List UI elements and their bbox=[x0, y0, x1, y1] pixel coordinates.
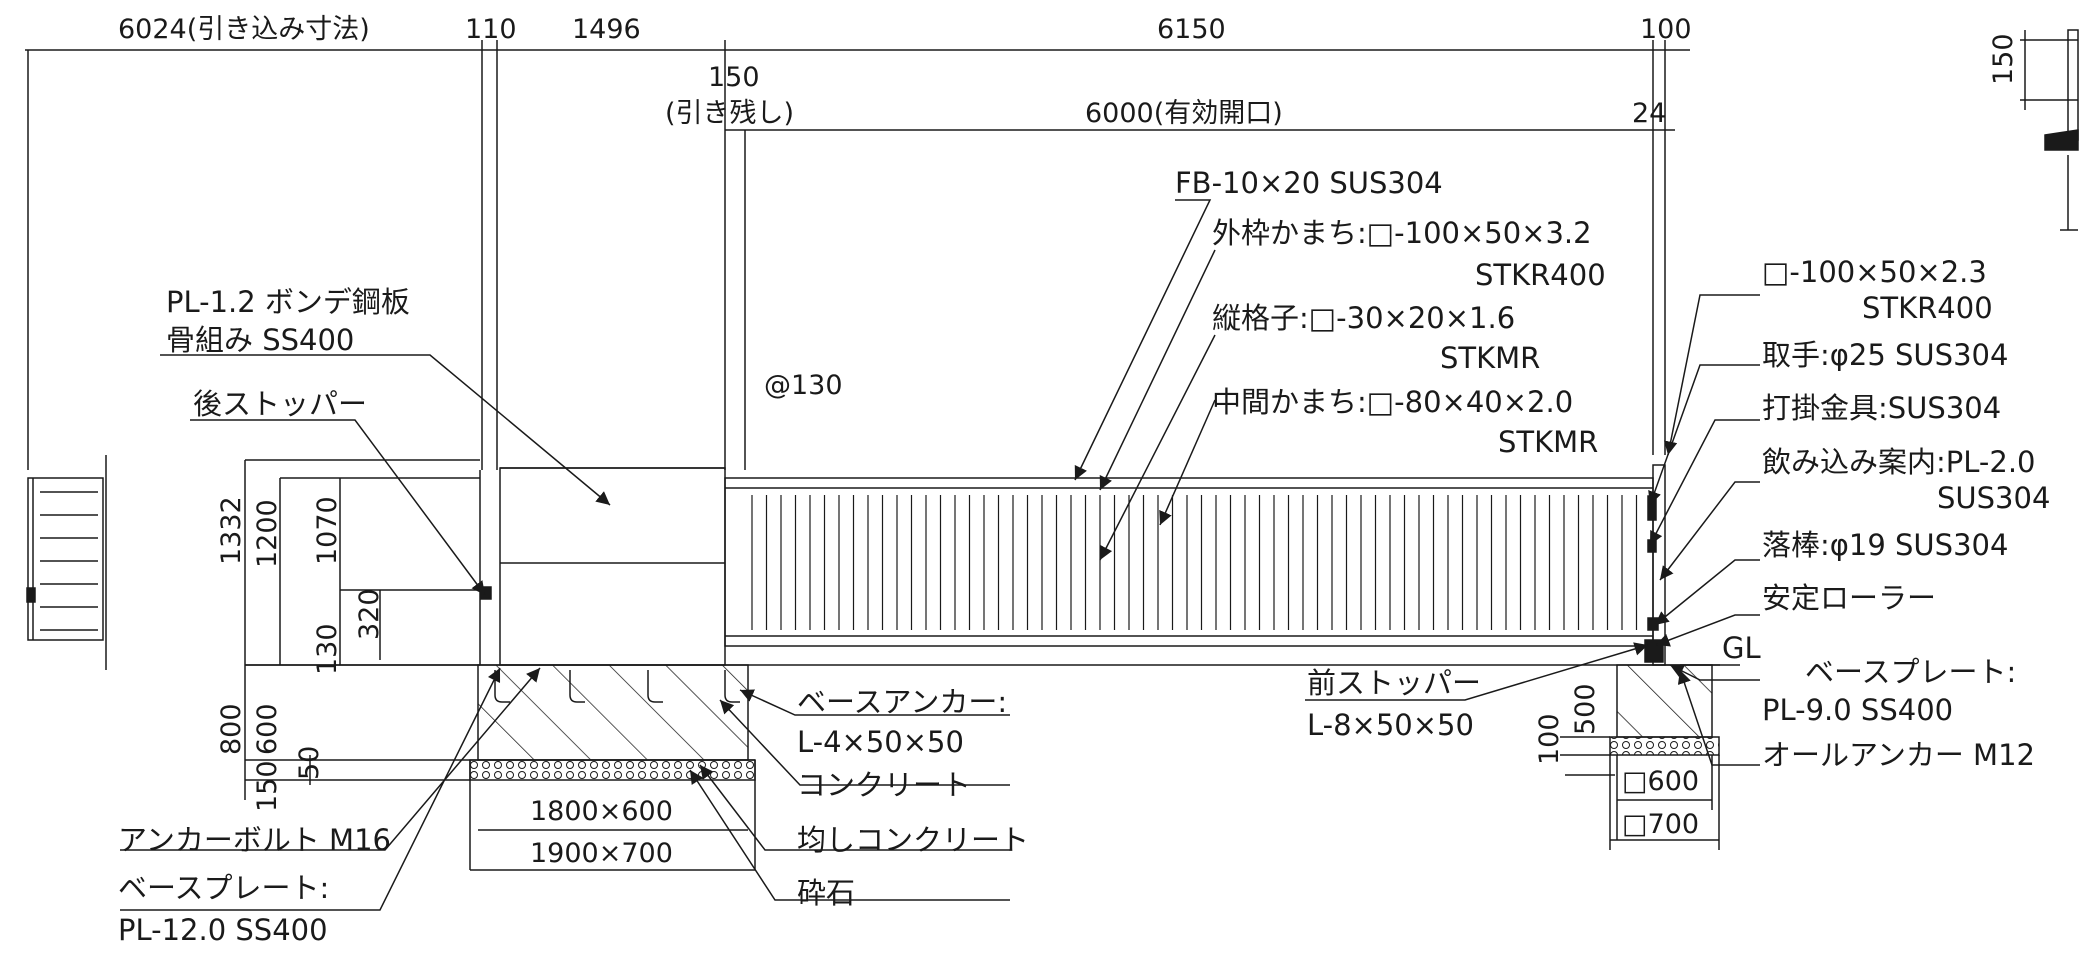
gate-lattice-frame bbox=[724, 477, 1654, 647]
dim-6150: 6150 bbox=[1157, 14, 1226, 45]
left-foundation-gravel bbox=[469, 759, 756, 781]
dim-150-vert: 150 bbox=[252, 760, 283, 812]
label-vertical-lattice: 縦格子:□-30×20×1.6 bbox=[1212, 301, 1515, 335]
dim-24: 24 bbox=[1632, 98, 1666, 129]
label-leveling-concrete: 均しコンクリート bbox=[797, 823, 1029, 857]
label-concrete: コンクリート bbox=[797, 768, 971, 802]
vertical-lattice-bars bbox=[751, 495, 1638, 630]
label-front-stopper-spec: L-8×50×50 bbox=[1307, 708, 1474, 742]
label-front-stopper: 前ストッパー bbox=[1307, 666, 1481, 700]
label-anchor-bolt: アンカーボルト M16 bbox=[118, 823, 391, 857]
dim-sq600: □600 bbox=[1622, 766, 1699, 797]
label-gravel: 砕石 bbox=[797, 876, 855, 910]
leader-post bbox=[1664, 294, 1760, 456]
label-post-material: STKR400 bbox=[1862, 291, 1993, 325]
label-base-plate-right: ベースプレート: bbox=[1805, 655, 2016, 689]
dim-pitch: @130 bbox=[764, 370, 843, 401]
end-post bbox=[1652, 464, 1666, 666]
label-post: □-100×50×2.3 bbox=[1762, 255, 1987, 289]
dim-150: 150 bbox=[708, 62, 760, 93]
left-foundation-concrete bbox=[477, 664, 749, 761]
right-foundation-concrete bbox=[1616, 664, 1713, 738]
label-handle: 取手:φ25 SUS304 bbox=[1762, 338, 2008, 372]
label-roller: 安定ローラー bbox=[1762, 581, 1936, 615]
dim-pull-in: 6024(引き込み寸法) bbox=[118, 14, 370, 45]
label-base-anchor-spec: L-4×50×50 bbox=[797, 725, 964, 759]
dim-sq700: □700 bbox=[1622, 809, 1699, 840]
label-guide-material: SUS304 bbox=[1937, 481, 2050, 515]
anchor-bolt-icon bbox=[494, 670, 510, 703]
label-skeleton: 骨組み SS400 bbox=[166, 323, 354, 357]
label-fb: FB-10×20 SUS304 bbox=[1175, 166, 1443, 200]
dim-opening: 6000(有効開口) bbox=[1085, 98, 1283, 129]
right-detail-bracket-icon bbox=[2044, 129, 2079, 151]
dim-100-vert: 100 bbox=[1534, 713, 1565, 765]
right-detail-post bbox=[2067, 29, 2079, 141]
label-outer-frame-material: STKR400 bbox=[1475, 258, 1606, 292]
label-drop-rod: 落棒:φ19 SUS304 bbox=[1762, 528, 2008, 562]
dim-1800x600: 1800×600 bbox=[530, 796, 673, 827]
side-panel-latch-icon bbox=[26, 587, 36, 603]
label-base-plate-right-spec: PL-9.0 SS400 bbox=[1762, 693, 1953, 727]
dim-1332: 1332 bbox=[216, 496, 247, 565]
right-foundation-gravel bbox=[1609, 736, 1720, 756]
label-gl: GL bbox=[1722, 631, 1761, 665]
dim-50: 50 bbox=[294, 746, 325, 780]
leader-fb bbox=[1074, 199, 1212, 481]
dim-110: 110 bbox=[465, 14, 517, 45]
label-middle-frame: 中間かまち:□-80×40×2.0 bbox=[1212, 385, 1573, 419]
label-latch: 打掛金具:SUS304 bbox=[1762, 391, 2001, 425]
leader-rear-stopper bbox=[190, 419, 486, 596]
dim-600: 600 bbox=[252, 703, 283, 755]
label-middle-frame-material: STKMR bbox=[1498, 425, 1598, 459]
label-rear-stopper: 後ストッパー bbox=[193, 387, 367, 421]
label-base-plate-left-spec: PL-12.0 SS400 bbox=[118, 913, 328, 947]
dim-800: 800 bbox=[216, 703, 247, 755]
leader-panel bbox=[160, 354, 611, 506]
dim-100-top: 100 bbox=[1640, 14, 1692, 45]
side-panel-outline bbox=[27, 477, 104, 641]
dim-1496: 1496 bbox=[572, 14, 641, 45]
dim-1200: 1200 bbox=[252, 499, 283, 568]
label-outer-frame: 外枠かまち:□-100×50×3.2 bbox=[1212, 216, 1592, 250]
label-all-anchor: オールアンカー M12 bbox=[1762, 738, 2035, 772]
rear-stopper-icon bbox=[480, 586, 492, 600]
dim-130: 130 bbox=[312, 623, 343, 675]
label-base-anchor: ベースアンカー: bbox=[797, 685, 1007, 719]
label-guide: 飲み込み案内:PL-2.0 bbox=[1762, 445, 2036, 479]
dim-1900x700: 1900×700 bbox=[530, 838, 673, 869]
dim-1070: 1070 bbox=[312, 496, 343, 565]
bonde-steel-panel bbox=[499, 467, 726, 666]
label-vertical-lattice-material: STKMR bbox=[1440, 341, 1540, 375]
dim-right-150: 150 bbox=[1988, 33, 2019, 85]
label-bonde-steel: PL-1.2 ボンデ鋼板 bbox=[166, 285, 410, 319]
dim-320: 320 bbox=[354, 588, 385, 640]
dim-500: 500 bbox=[1570, 683, 1601, 735]
label-base-plate-left: ベースプレート: bbox=[118, 871, 329, 905]
dim-leftover: (引き残し) bbox=[665, 98, 794, 129]
